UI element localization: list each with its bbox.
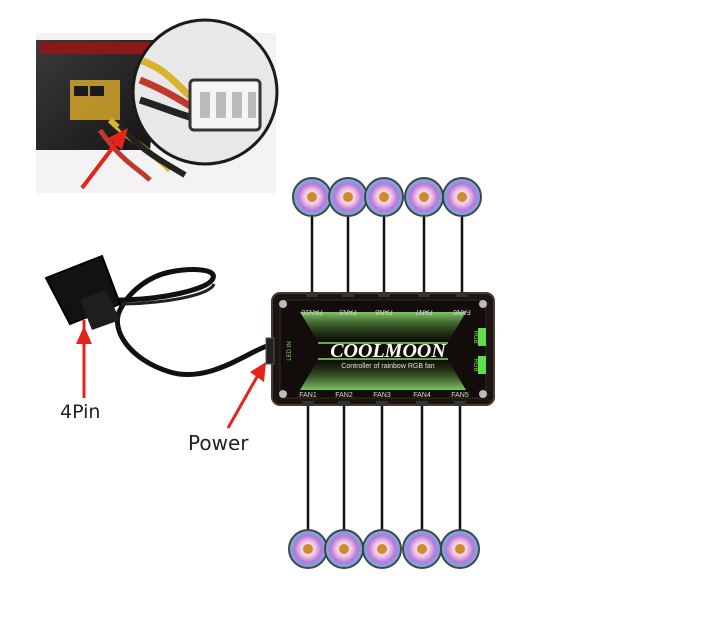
- fan-icon: [440, 529, 480, 569]
- port-label-fan4: FAN4: [413, 392, 431, 399]
- fan-icon: [404, 177, 444, 217]
- side-label-rgb-top: RGB: [472, 330, 478, 343]
- fan-icon: [324, 529, 364, 569]
- molex-connector: 4Pin: [44, 254, 271, 423]
- four-pin-label: 4Pin: [60, 401, 100, 423]
- side-label-led-in: LED IN: [287, 341, 293, 360]
- fan-icon: [288, 529, 328, 569]
- port-label-fan8: FAN8: [375, 308, 393, 315]
- power-label: Power: [188, 431, 249, 455]
- fan-icon: [292, 177, 332, 217]
- power-indicator: Power: [188, 362, 266, 455]
- top-fan-row: [292, 177, 482, 217]
- port-label-fan10: FAN10: [301, 308, 323, 315]
- fan-cables: [306, 210, 464, 535]
- port-label-fan2: FAN2: [335, 392, 353, 399]
- port-label-fan7: FAN7: [415, 308, 433, 315]
- port-label-fan9: FAN9: [339, 308, 357, 315]
- fan-icon: [362, 529, 402, 569]
- fan-icon: [364, 177, 404, 217]
- port-label-fan6: FAN6: [453, 308, 471, 315]
- hub-subtitle: Controller of rainbow RGB fan: [341, 363, 434, 370]
- fan-icon: [402, 529, 442, 569]
- psu-photo: [36, 18, 279, 193]
- port-label-fan1: FAN1: [299, 392, 317, 399]
- port-label-fan5: FAN5: [451, 392, 469, 399]
- fan-icon: [442, 177, 482, 217]
- port-label-fan3: FAN3: [373, 392, 391, 399]
- bottom-fan-row: [288, 529, 480, 569]
- hub-brand: COOLMOON: [330, 340, 447, 362]
- fan-icon: [328, 177, 368, 217]
- hub-controller: FAN10 FAN9 FAN8 FAN7 FAN6 FAN1 FAN2 FAN3…: [265, 292, 495, 406]
- side-label-rgb-bottom: RGB: [472, 358, 478, 371]
